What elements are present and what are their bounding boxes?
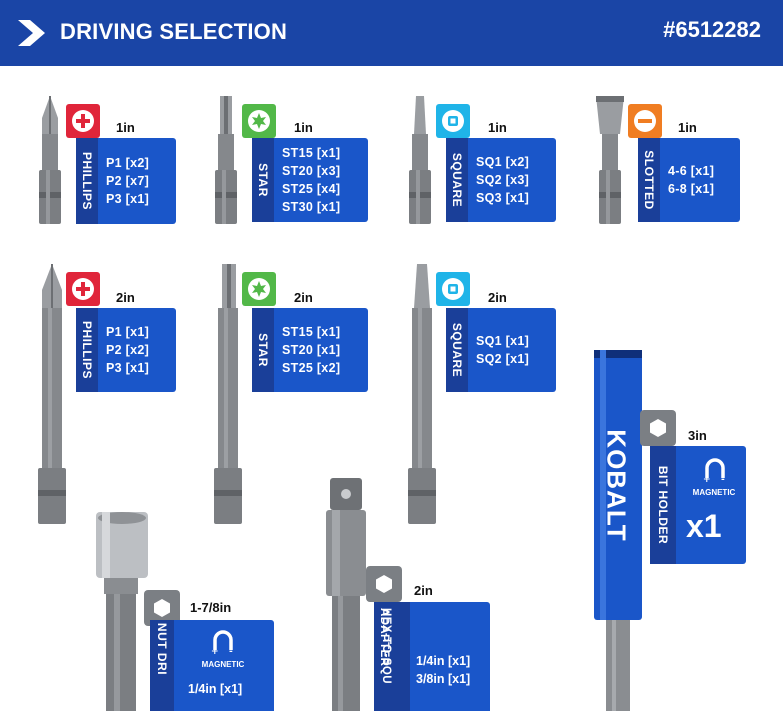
adapter-image <box>322 478 372 711</box>
square-1in-name: SQUARE <box>450 152 464 208</box>
star-2in-tag <box>242 272 276 306</box>
star-1in-name: STAR <box>256 163 270 197</box>
kobalt-logo: KOBALT <box>601 429 632 542</box>
star-1in-tag <box>242 104 276 138</box>
slotted-1in-tag <box>628 104 662 138</box>
square-icon <box>442 110 464 132</box>
magnet-icon: + - <box>703 458 725 482</box>
phillips-2in-size: 2in <box>116 290 135 305</box>
star-1in-line-2: ST20 [x3] <box>282 164 341 178</box>
adapter-card: HEX-TO-SQU ADAPTER 1/4in [x1] 3/8in [x1] <box>374 602 490 711</box>
slotted-1in-name: SLOTTED <box>642 150 656 210</box>
star-2in-bit-image <box>210 264 248 526</box>
bit-holder-tag <box>640 410 676 446</box>
phillips-2in-name: PHILLIPS <box>80 320 95 380</box>
phillips-2in-line-3: P3 [x1] <box>106 361 150 375</box>
square-1in-card: SQUARE SQ1 [x2] SQ2 [x3] SQ3 [x1] <box>446 138 556 222</box>
sku-number: #6512282 <box>663 17 761 42</box>
square-1in-line-3: SQ3 [x1] <box>476 191 530 205</box>
square-1in-line-2: SQ2 [x3] <box>476 173 530 187</box>
hexagon-icon <box>376 575 392 593</box>
phillips-2in-line-1: P1 [x1] <box>106 325 150 339</box>
star-2in-name: STAR <box>256 333 270 367</box>
phillips-2in-bit-image <box>34 264 72 526</box>
slotted-1in-line-2: 6-8 [x1] <box>668 182 715 196</box>
plus-icon <box>72 278 94 300</box>
bit-holder-card: BIT HOLDER + - MAGNETIC x1 <box>650 446 746 564</box>
square-1in-bit-image <box>406 96 434 226</box>
square-2in-size: 2in <box>488 290 507 305</box>
slotted-1in-size: 1in <box>678 120 697 135</box>
svg-text:+: + <box>703 475 711 482</box>
phillips-1in-line-2: P2 [x7] <box>106 174 150 188</box>
bit-holder-name: BIT HOLDER <box>656 465 670 545</box>
phillips-1in-name: PHILLIPS <box>80 151 95 211</box>
star-2in-card: STAR ST15 [x1] ST20 [x1] ST25 [x2] <box>252 308 368 392</box>
star-1in-line-4: ST30 [x1] <box>282 200 341 214</box>
phillips-1in-line-3: P3 [x1] <box>106 192 150 206</box>
svg-text:+: + <box>211 647 219 654</box>
star-1in-line-1: ST15 [x1] <box>282 146 341 160</box>
star-1in-size: 1in <box>294 120 313 135</box>
hexagon-icon <box>154 599 170 617</box>
square-1in-line-1: SQ1 [x2] <box>476 155 530 169</box>
adapter-tag <box>366 566 402 602</box>
bit-holder-count: x1 <box>686 508 722 544</box>
square-1in-tag <box>436 104 470 138</box>
plus-icon <box>72 110 94 132</box>
square-2in-bit-image <box>404 264 442 526</box>
phillips-2in-line-2: P2 [x2] <box>106 343 150 357</box>
star-2in-size: 2in <box>294 290 313 305</box>
star-2in-line-3: ST25 [x2] <box>282 361 341 375</box>
star-1in-bit-image <box>212 96 240 226</box>
square-2in-line-2: SQ2 [x1] <box>476 352 530 366</box>
slotted-1in-line-1: 4-6 [x1] <box>668 164 715 178</box>
square-2in-line-1: SQ1 [x1] <box>476 334 530 348</box>
chevron-right-icon <box>18 20 45 46</box>
square-icon <box>442 278 464 300</box>
adapter-name-strip: HEX-TO-SQU ADAPTER <box>374 602 410 711</box>
bit-holder-magnetic: MAGNETIC <box>692 488 736 497</box>
nut-driver-card: NUT DRI + - MAGNETIC 1/4in [x1] <box>150 620 274 711</box>
svg-text:-: - <box>721 475 725 482</box>
header-bar: DRIVING SELECTION #6512282 <box>0 0 783 66</box>
square-1in-size: 1in <box>488 120 507 135</box>
phillips-1in-bit-image <box>36 96 64 226</box>
nut-driver-name: NUT DRI <box>155 622 170 676</box>
adapter-line-2: 3/8in [x1] <box>416 672 471 686</box>
star-2in-line-1: ST15 [x1] <box>282 325 341 339</box>
phillips-2in-tag <box>66 272 100 306</box>
minus-icon <box>634 110 656 132</box>
adapter-line-1: 1/4in [x1] <box>416 654 471 668</box>
bit-holder-image <box>592 350 644 711</box>
square-2in-card: SQUARE SQ1 [x1] SQ2 [x1] <box>446 308 556 392</box>
nut-driver-line-1: 1/4in [x1] <box>188 682 243 696</box>
bit-holder-size: 3in <box>688 428 707 443</box>
page-title: DRIVING SELECTION <box>60 19 288 44</box>
phillips-1in-size: 1in <box>116 120 135 135</box>
star-icon <box>248 110 270 132</box>
adapter-size: 2in <box>414 583 433 598</box>
phillips-1in-line-1: P1 [x2] <box>106 156 150 170</box>
star-2in-line-2: ST20 [x1] <box>282 343 341 357</box>
square-2in-tag <box>436 272 470 306</box>
nut-driver-image <box>92 512 154 711</box>
slotted-1in-card: SLOTTED 4-6 [x1] 6-8 [x1] <box>638 138 740 222</box>
phillips-2in-card: PHILLIPS P1 [x1] P2 [x2] P3 [x1] <box>76 308 176 392</box>
nut-driver-size: 1-7/8in <box>190 600 232 615</box>
magnet-icon: + - <box>211 630 233 654</box>
square-2in-name: SQUARE <box>450 322 464 378</box>
phillips-1in-card: PHILLIPS P1 [x2] P2 [x7] P3 [x1] <box>76 138 176 224</box>
phillips-1in-tag <box>66 104 100 138</box>
nut-driver-magnetic: MAGNETIC <box>201 660 245 669</box>
star-1in-card: STAR ST15 [x1] ST20 [x3] ST25 [x4] ST30 … <box>252 138 368 222</box>
star-icon <box>248 278 270 300</box>
svg-text:-: - <box>229 647 233 654</box>
hexagon-icon <box>650 419 666 437</box>
slotted-1in-bit-image <box>594 96 626 226</box>
star-1in-line-3: ST25 [x4] <box>282 182 341 196</box>
adapter-name-line-2: ADAPTER <box>378 608 390 667</box>
